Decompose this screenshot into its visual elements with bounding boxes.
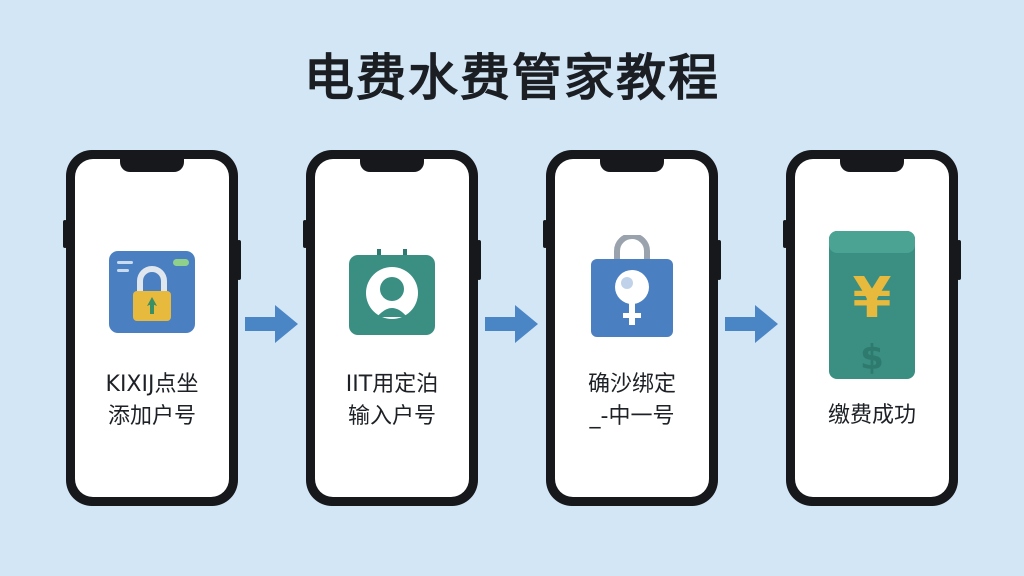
phone-side-button xyxy=(957,240,961,280)
phone-notch xyxy=(600,159,664,172)
phone-side-button xyxy=(303,220,307,248)
phone-screen: IIT用定泊 输入户号 xyxy=(315,159,469,497)
arrow-right-icon xyxy=(245,302,299,350)
bill-lock-icon xyxy=(75,247,229,347)
phone-side-button xyxy=(477,240,481,280)
step-2-label-line-1: IIT用定泊 xyxy=(345,372,439,397)
phone-screen: KIXIJ点坐 添加户号 xyxy=(75,159,229,497)
phone-side-button xyxy=(63,220,67,248)
phone-notch xyxy=(120,159,184,172)
padlock-key-icon xyxy=(555,235,709,347)
phone-side-button xyxy=(717,240,721,280)
step-2-phone: IIT用定泊 输入户号 xyxy=(303,150,481,506)
svg-text:$: $ xyxy=(860,338,884,378)
phone-side-button xyxy=(543,220,547,248)
yuan-wallet-icon: ¥ $ xyxy=(795,231,949,379)
step-3-phone: 确沙绑定 _-中一号 xyxy=(543,150,721,506)
phone-notch xyxy=(840,159,904,172)
page-title: 电费水费管家教程 xyxy=(304,49,720,107)
phone-side-button xyxy=(783,220,787,248)
step-3-label-line-2: _-中一号 xyxy=(589,404,675,429)
step-1-label-line-1: KIXIJ点坐 xyxy=(105,372,199,397)
step-1-phone: KIXIJ点坐 添加户号 xyxy=(63,150,241,506)
step-4-label: 缴费成功 xyxy=(827,403,916,428)
phone-notch xyxy=(360,159,424,172)
phone-screen: 确沙绑定 _-中一号 xyxy=(555,159,709,497)
phone-side-button xyxy=(237,240,241,280)
arrow-right-icon xyxy=(725,302,779,350)
arrow-right-icon xyxy=(485,302,539,350)
step-3-label-line-1: 确沙绑定 xyxy=(587,372,676,397)
svg-text:¥: ¥ xyxy=(853,266,892,331)
user-card-icon xyxy=(315,247,469,347)
step-4-phone: ¥ $ 缴费成功 xyxy=(783,150,961,506)
step-1-label-line-2: 添加户号 xyxy=(107,404,196,429)
step-2-label-line-2: 输入户号 xyxy=(347,404,436,429)
phone-screen: ¥ $ 缴费成功 xyxy=(795,159,949,497)
